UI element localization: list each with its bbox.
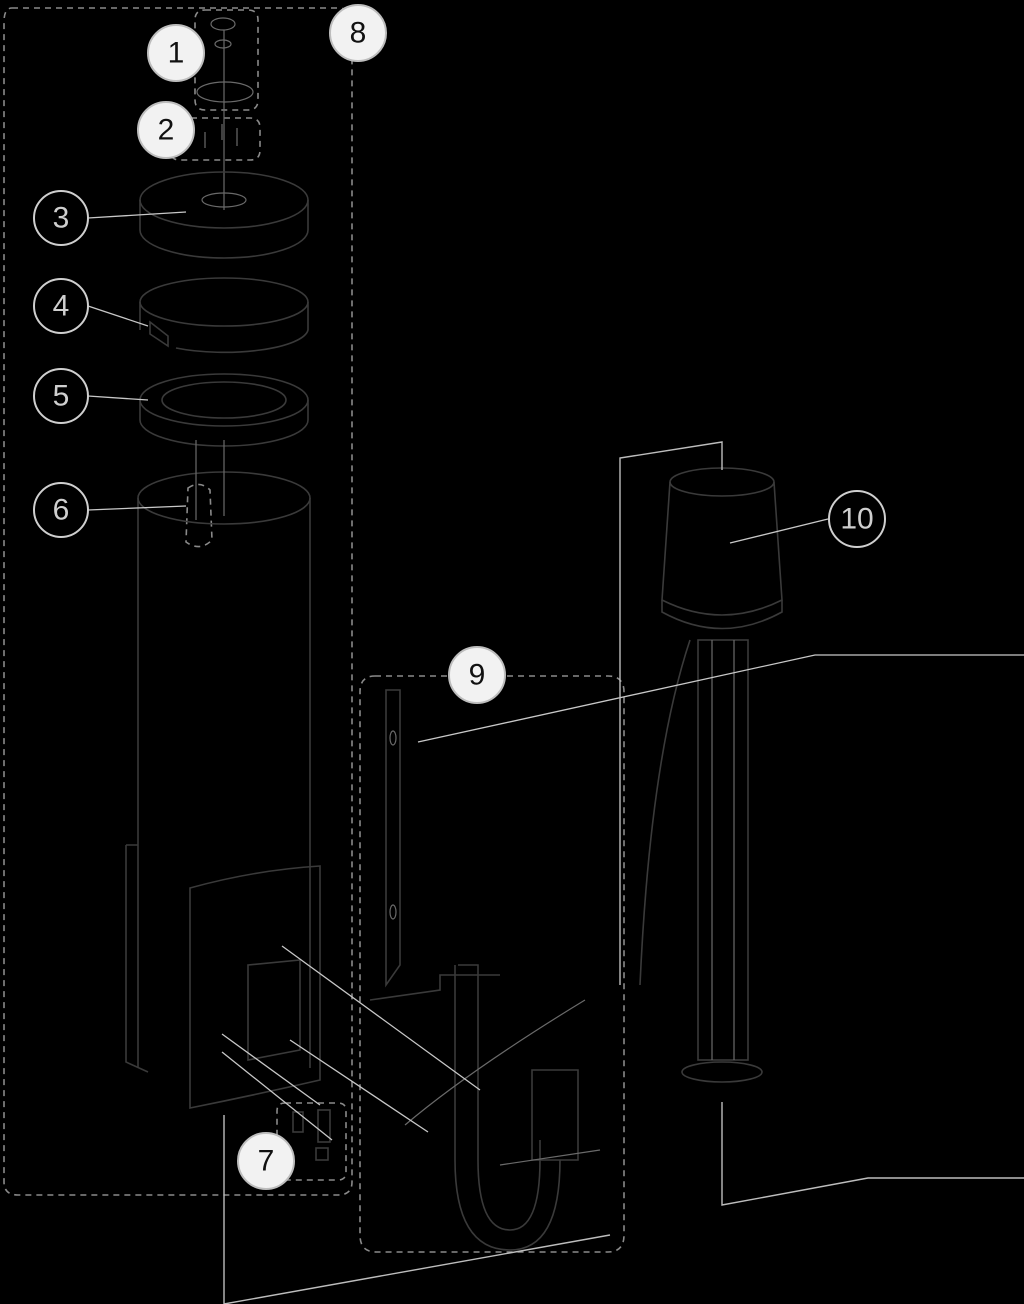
frame-line-bottom bbox=[223, 1115, 611, 1304]
column-body-part bbox=[125, 440, 321, 1109]
leader-lines bbox=[87, 211, 1024, 1304]
svg-text:1: 1 bbox=[168, 37, 185, 70]
callout-2: 2 bbox=[137, 101, 195, 159]
split-ring-part bbox=[139, 277, 309, 354]
callout-5: 5 bbox=[33, 368, 89, 424]
callout-1: 1 bbox=[147, 24, 205, 82]
leader-10 bbox=[729, 518, 829, 544]
group-6-outline bbox=[185, 483, 213, 548]
screws-part bbox=[204, 124, 238, 148]
svg-text:5: 5 bbox=[53, 380, 70, 413]
leader-5 bbox=[87, 395, 149, 401]
actuator-assembly bbox=[639, 467, 783, 1083]
callout-9: 9 bbox=[448, 646, 506, 704]
bearing-ring-part bbox=[139, 373, 309, 447]
callout-4: 4 bbox=[33, 278, 89, 334]
column-assembly bbox=[125, 17, 331, 1161]
group-1-outline bbox=[194, 9, 259, 111]
svg-text:8: 8 bbox=[350, 17, 367, 50]
callout-8: 8 bbox=[329, 4, 387, 62]
frame-line-actuator-base bbox=[721, 1102, 1024, 1206]
callout-3: 3 bbox=[33, 190, 89, 246]
callout-6: 6 bbox=[33, 482, 89, 538]
group-outlines bbox=[3, 7, 625, 1253]
cable-chain-assembly bbox=[369, 689, 601, 1251]
frame-line-actuator-top bbox=[619, 441, 723, 985]
svg-text:4: 4 bbox=[53, 290, 70, 323]
callout-10: 10 bbox=[828, 490, 886, 548]
leader-6 bbox=[87, 505, 187, 511]
svg-text:9: 9 bbox=[469, 659, 486, 692]
group-7-outline bbox=[276, 1102, 347, 1181]
svg-text:10: 10 bbox=[840, 503, 873, 536]
fittings-part bbox=[292, 1109, 331, 1161]
group-9-outline bbox=[359, 675, 625, 1253]
leader-3 bbox=[87, 211, 187, 219]
svg-text:7: 7 bbox=[258, 1145, 275, 1178]
leader-4 bbox=[87, 305, 149, 327]
svg-text:6: 6 bbox=[53, 494, 70, 527]
cap-part bbox=[210, 17, 236, 31]
callout-7: 7 bbox=[237, 1132, 295, 1190]
group-8-outline bbox=[3, 7, 353, 1196]
top-disk-part bbox=[139, 171, 309, 259]
svg-text:2: 2 bbox=[158, 114, 175, 147]
leader-9 bbox=[417, 654, 1024, 743]
svg-text:3: 3 bbox=[53, 202, 70, 235]
